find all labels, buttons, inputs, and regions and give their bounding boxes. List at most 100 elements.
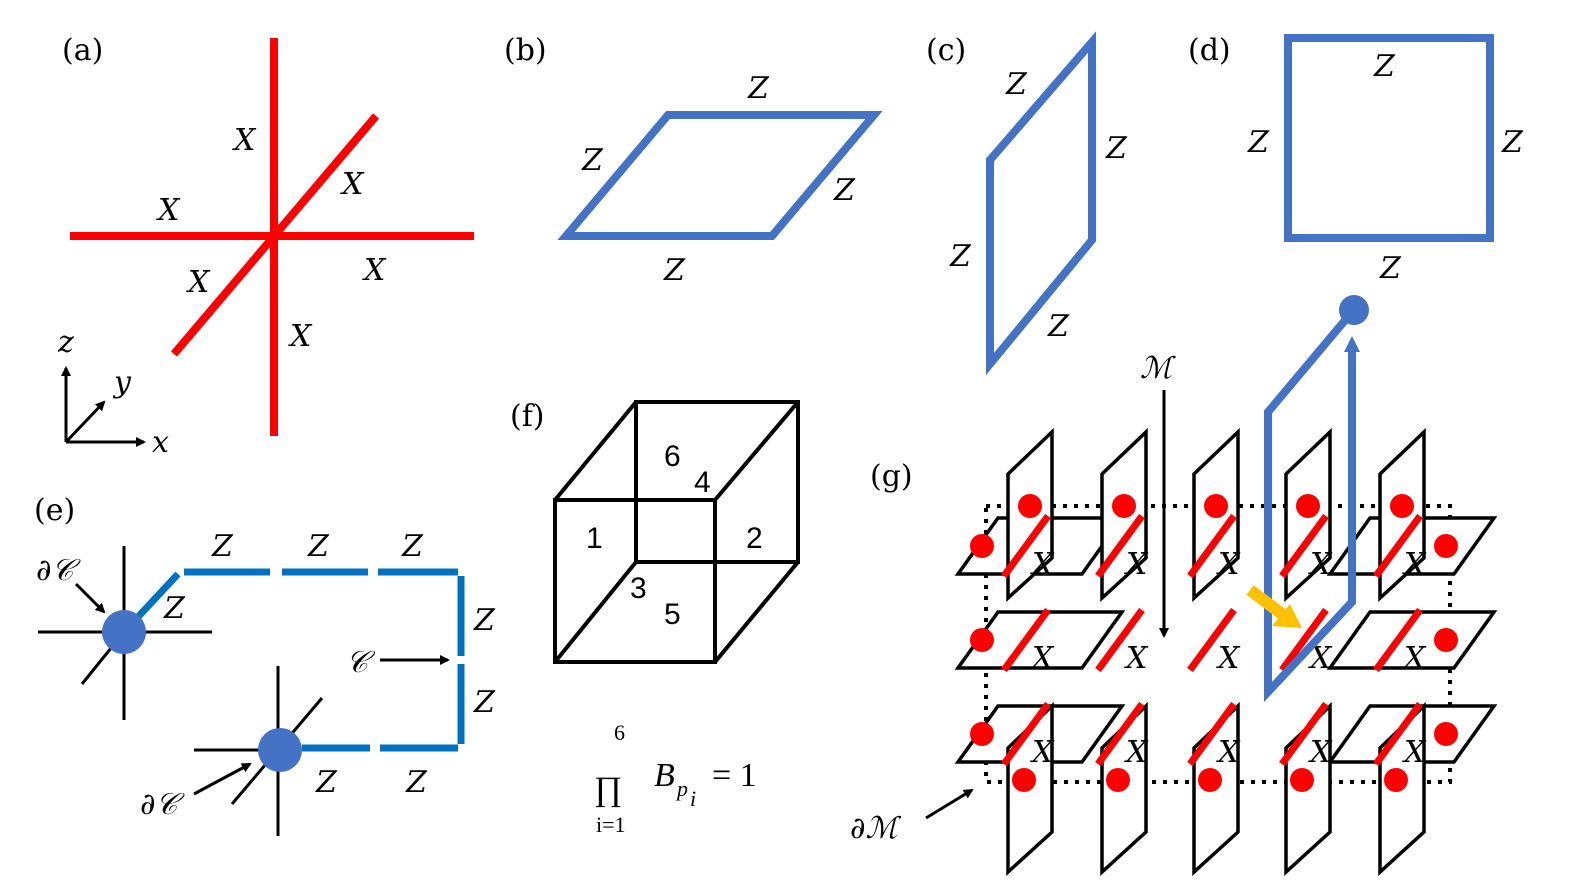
vertex-bottom <box>194 666 324 836</box>
edge-label: X <box>1124 735 1149 770</box>
pierced-edge <box>1095 607 1145 673</box>
plaquette-xz <box>1284 34 1494 242</box>
panel-a-tag: (a) <box>62 33 103 68</box>
excitation-dot <box>1112 494 1136 518</box>
edge-label: X <box>288 319 313 354</box>
edge-label: X <box>156 193 181 228</box>
edge-label: X <box>186 265 211 300</box>
pierced-edge <box>1001 701 1051 767</box>
edge-label: Z <box>405 765 428 800</box>
edge-label: X <box>1402 641 1427 676</box>
excitation-dot <box>1204 494 1228 518</box>
edge-label: Z <box>581 143 604 178</box>
boundary-label-bottom: ∂𝒞 <box>140 787 186 822</box>
excitation-dot <box>1434 628 1458 652</box>
pierced-edge <box>1373 513 1423 579</box>
edge-label: X <box>232 123 257 158</box>
edge-label: X <box>1030 547 1055 582</box>
cube <box>553 400 800 664</box>
formula-term: B <box>654 757 675 794</box>
excitation-dot <box>1106 768 1130 792</box>
membrane-label: ℳ <box>1140 351 1176 386</box>
edge-label: Z <box>473 685 496 720</box>
axis-z-label: z <box>57 325 74 360</box>
excitation-dot <box>1434 534 1458 558</box>
pierced-edge <box>1373 607 1423 673</box>
formula-rhs: = 1 <box>712 757 757 794</box>
formula-product: ∏ <box>594 771 622 808</box>
boundary-pointer <box>925 788 974 820</box>
edge-label: X <box>1402 547 1427 582</box>
edge-label: X <box>1216 547 1241 582</box>
edge-label: X <box>340 167 365 202</box>
pierced-edge <box>1279 607 1329 673</box>
edge-label: Z <box>833 173 856 208</box>
edge-label: X <box>362 253 387 288</box>
formula-subsub: i <box>690 786 696 811</box>
pierced-edge <box>1001 513 1051 579</box>
edge-label: X <box>1124 547 1149 582</box>
excitation-dot <box>1018 494 1042 518</box>
edge-label: Z <box>1047 309 1070 344</box>
edge-label: Z <box>1105 131 1128 166</box>
formula-lower: i=1 <box>596 812 626 837</box>
edge-label: Z <box>211 529 234 564</box>
edge-label: Z <box>401 529 424 564</box>
pierced-edge <box>1187 701 1237 767</box>
excitation-dot <box>1290 768 1314 792</box>
edge-label: Z <box>949 239 972 274</box>
axis-x-label: x <box>152 425 169 460</box>
edge-label: X <box>1402 735 1427 770</box>
panel-b: (b) Z Z Z Z <box>504 33 883 288</box>
boundary-label-top: ∂𝒞 <box>36 553 82 588</box>
boundary-label: ∂ℳ <box>850 811 902 846</box>
formula-upper: 6 <box>614 720 625 745</box>
vertex-excitation <box>258 728 302 772</box>
edge-label: X <box>1308 735 1333 770</box>
excitation-dot <box>1198 768 1222 792</box>
axis-y-label: y <box>112 365 132 400</box>
excitation-dot <box>970 534 994 558</box>
panel-c-tag: (c) <box>926 33 966 68</box>
highlight-arrow-head <box>1272 604 1302 628</box>
string-endpoint <box>1339 295 1369 325</box>
face-number: 6 <box>664 440 681 473</box>
string-c <box>184 568 465 752</box>
panel-e: (e) Z Z Z Z Z Z <box>34 493 496 836</box>
face-number: 1 <box>586 522 603 555</box>
edge-label: Z <box>307 529 330 564</box>
excitation-dot <box>1434 722 1458 746</box>
curve-label: 𝒞 <box>346 645 376 680</box>
excitation-dot <box>970 628 994 652</box>
edge-label: X <box>1030 735 1055 770</box>
edge-label: Z <box>1379 251 1402 286</box>
panel-f: (f) 6 4 1 2 3 5 6 ∏ i=1 B p i = 1 <box>510 399 800 837</box>
dual-string <box>1264 309 1360 703</box>
constraint-formula: 6 ∏ i=1 B p i = 1 <box>594 720 757 837</box>
edge-label: X <box>1124 641 1149 676</box>
edge-label: Z <box>1373 49 1396 84</box>
panel-a: (a) X X X X X X z y x <box>57 33 474 460</box>
edge-label: Z <box>1501 125 1524 160</box>
pierced-edge <box>1279 701 1329 767</box>
pierced-edge <box>1187 513 1237 579</box>
panel-d: (d) Z Z Z Z <box>1188 33 1524 286</box>
face-number: 3 <box>630 572 647 605</box>
vertex-top <box>38 546 212 720</box>
edge-label: X <box>1216 641 1241 676</box>
pointer-arrow <box>74 582 106 614</box>
edge-label: Z <box>315 765 338 800</box>
y-edge <box>170 113 380 357</box>
edge-label: Z <box>163 591 186 626</box>
edge-label: Z <box>663 253 686 288</box>
pierced-edge <box>1095 513 1145 579</box>
edge-label: Z <box>1005 67 1028 102</box>
pierced-edge <box>1373 701 1423 767</box>
excitation-dot <box>1296 494 1320 518</box>
vertex-excitation <box>102 610 146 654</box>
edge-label: Z <box>1247 125 1270 160</box>
axis-triad: z y x <box>57 325 169 460</box>
panel-b-tag: (b) <box>504 33 547 68</box>
formula-sub: p <box>675 776 688 801</box>
